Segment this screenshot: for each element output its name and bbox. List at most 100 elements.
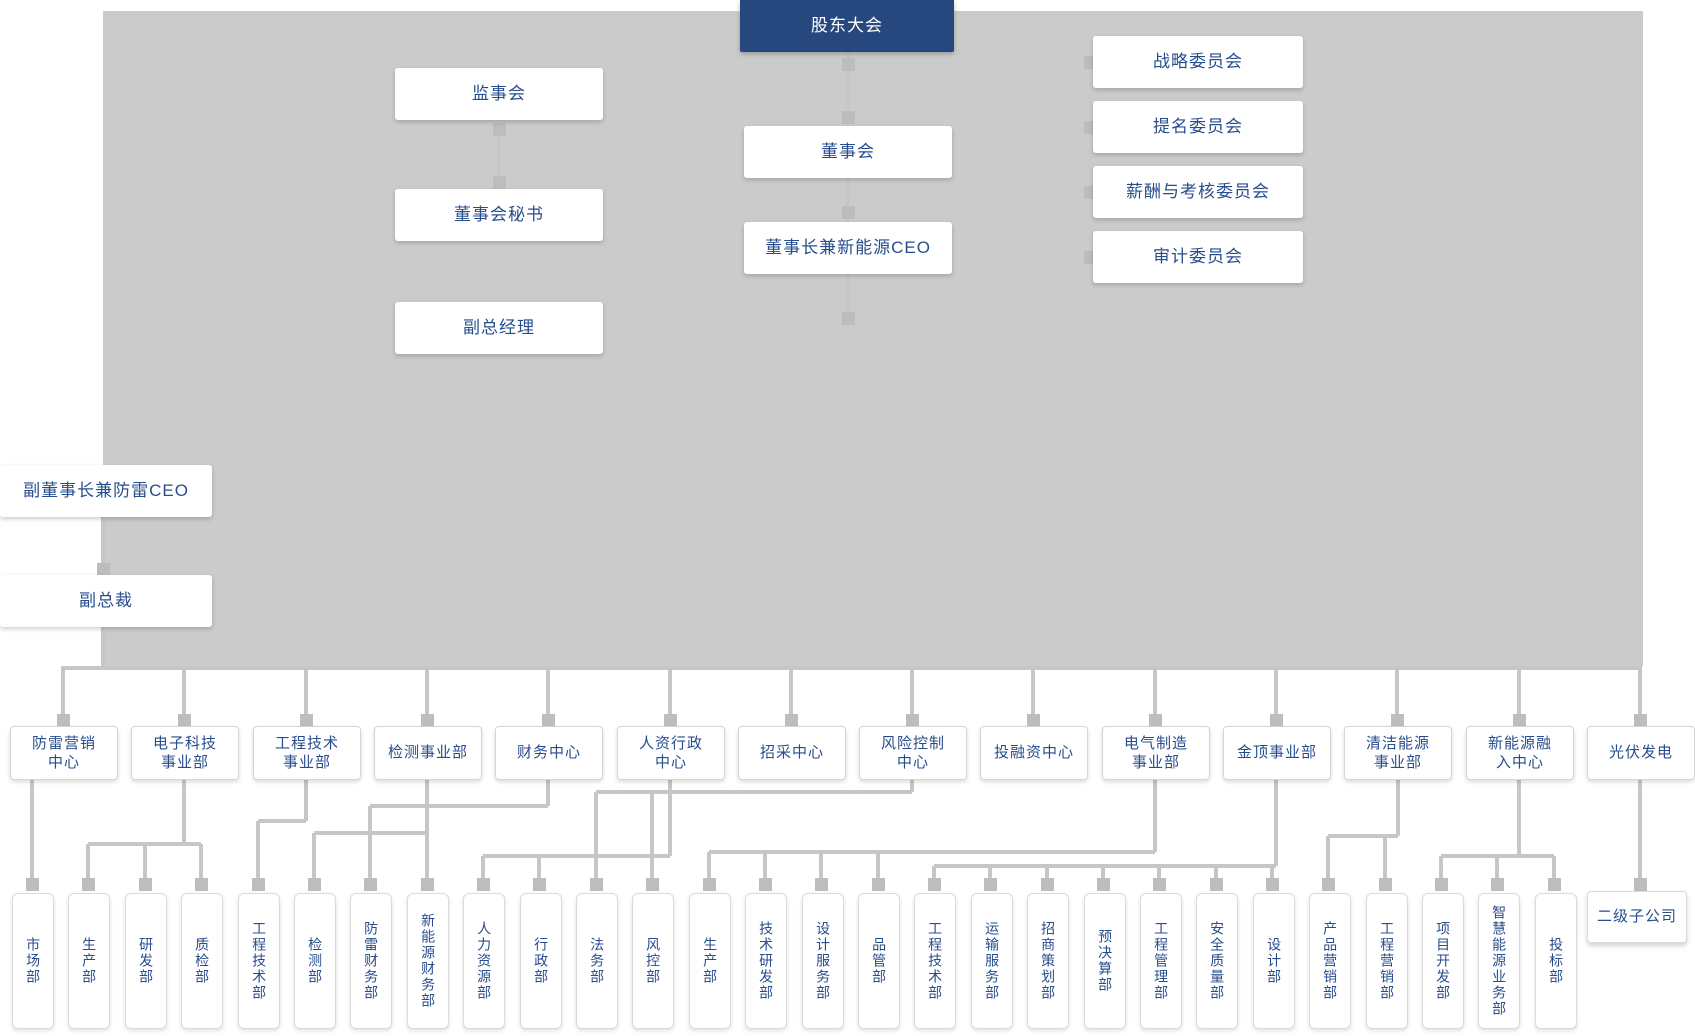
connector-joint bbox=[1434, 877, 1448, 891]
connector-joint bbox=[1633, 713, 1647, 727]
org-node-middle-8: 投融资中心 bbox=[980, 726, 1088, 780]
org-node-middle-0: 防雷营销 中心 bbox=[10, 726, 118, 780]
connector-joint bbox=[841, 311, 855, 325]
connector-joint bbox=[420, 877, 434, 891]
connector-joint bbox=[1096, 877, 1110, 891]
connector-line bbox=[101, 517, 105, 575]
connector-line bbox=[1396, 778, 1400, 836]
connector-line bbox=[1395, 668, 1399, 716]
org-node-dept-11: 风控部 bbox=[632, 893, 674, 1029]
connector-line bbox=[1326, 836, 1330, 880]
org-node-dept-6: 防雷财务部 bbox=[350, 893, 392, 1029]
connector-line bbox=[668, 668, 672, 716]
org-node-dept-16: 工程技术部 bbox=[914, 893, 956, 1029]
org-node-middle-7: 风险控制 中心 bbox=[859, 726, 967, 780]
connector-line bbox=[1495, 856, 1499, 880]
connector-line bbox=[370, 804, 548, 808]
connector-line bbox=[143, 844, 147, 880]
org-node-vice-chairman-lightning-ceo: 副董事长兼防雷CEO bbox=[0, 465, 212, 517]
connector-line bbox=[910, 778, 914, 792]
org-node-dept-26: 智慧能源业务部 bbox=[1478, 893, 1520, 1029]
connector-joint bbox=[927, 877, 941, 891]
connector-line bbox=[876, 852, 880, 880]
connector-joint bbox=[1269, 713, 1283, 727]
connector-line bbox=[1153, 668, 1157, 716]
connector-line bbox=[304, 668, 308, 716]
connector-line bbox=[101, 627, 105, 668]
connector-joint bbox=[476, 877, 490, 891]
org-node-audit-committee: 审计委员会 bbox=[1093, 231, 1303, 283]
connector-line bbox=[546, 668, 550, 716]
connector-line bbox=[1517, 668, 1521, 716]
connector-line bbox=[819, 852, 823, 880]
org-node-dept-13: 技术研发部 bbox=[745, 893, 787, 1029]
org-node-dept-19: 预决算部 bbox=[1084, 893, 1126, 1029]
connector-joint bbox=[299, 713, 313, 727]
org-node-deputy-general-manager: 副总经理 bbox=[395, 302, 603, 354]
connector-joint bbox=[1547, 877, 1561, 891]
connector-joint bbox=[1378, 877, 1392, 891]
org-node-middle-9: 电气制造 事业部 bbox=[1102, 726, 1210, 780]
connector-joint bbox=[1148, 713, 1162, 727]
connector-line bbox=[1157, 866, 1161, 880]
connector-joint bbox=[645, 877, 659, 891]
connector-line bbox=[182, 668, 186, 716]
org-node-middle-5: 人资行政 中心 bbox=[617, 726, 725, 780]
org-node-middle-13: 光伏发电 bbox=[1587, 726, 1695, 780]
connector-line bbox=[709, 850, 1155, 854]
connector-joint bbox=[492, 175, 506, 189]
connector-line bbox=[483, 854, 670, 858]
org-node-middle-4: 财务中心 bbox=[495, 726, 603, 780]
org-node-middle-12: 新能源融 入中心 bbox=[1466, 726, 1574, 780]
connector-line bbox=[1638, 778, 1642, 880]
connector-joint bbox=[663, 713, 677, 727]
org-node-dept-21: 安全质量部 bbox=[1196, 893, 1238, 1029]
org-node-middle-6: 招采中心 bbox=[738, 726, 846, 780]
connector-line bbox=[789, 668, 793, 716]
connector-joint bbox=[1633, 877, 1647, 891]
org-node-dept-25: 项目开发部 bbox=[1422, 893, 1464, 1029]
connector-line bbox=[1517, 778, 1521, 856]
connector-joint bbox=[1512, 713, 1526, 727]
connector-joint bbox=[702, 877, 716, 891]
connector-joint bbox=[492, 122, 506, 136]
org-node-vice-president: 副总裁 bbox=[0, 575, 212, 627]
connector-joint bbox=[758, 877, 772, 891]
connector-joint bbox=[81, 877, 95, 891]
connector-line bbox=[304, 778, 308, 821]
connector-line bbox=[988, 866, 992, 880]
org-node-dept-8: 人力资源部 bbox=[463, 893, 505, 1029]
connector-line bbox=[668, 778, 672, 856]
connector-joint bbox=[177, 713, 191, 727]
connector-line bbox=[497, 120, 501, 189]
connector-line bbox=[846, 274, 850, 324]
org-node-dept-7: 新能源财务部 bbox=[407, 893, 449, 1029]
org-node-dept-17: 运输服务部 bbox=[971, 893, 1013, 1029]
connector-joint bbox=[56, 713, 70, 727]
connector-line bbox=[763, 852, 767, 880]
connector-joint bbox=[251, 877, 265, 891]
connector-joint bbox=[841, 110, 855, 124]
connector-joint bbox=[307, 877, 321, 891]
org-node-dept-0: 市场部 bbox=[12, 893, 54, 1029]
connector-joint bbox=[871, 877, 885, 891]
org-node-dept-2: 研发部 bbox=[125, 893, 167, 1029]
connector-line bbox=[1214, 866, 1218, 880]
connector-joint bbox=[96, 562, 110, 576]
connector-joint bbox=[1490, 877, 1504, 891]
connector-joint bbox=[1152, 877, 1166, 891]
connector-joint bbox=[983, 877, 997, 891]
connector-joint bbox=[1390, 713, 1404, 727]
connector-line bbox=[932, 866, 936, 880]
connector-line bbox=[1552, 856, 1556, 880]
connector-line bbox=[61, 668, 65, 716]
connector-joint bbox=[1209, 877, 1223, 891]
org-node-dept-22: 设计部 bbox=[1253, 893, 1295, 1029]
connector-line bbox=[650, 792, 654, 880]
org-node-supervisory-board: 监事会 bbox=[395, 68, 603, 120]
connector-line bbox=[910, 668, 914, 716]
org-node-middle-11: 清洁能源 事业部 bbox=[1344, 726, 1452, 780]
connector-line bbox=[1101, 866, 1105, 880]
connector-line bbox=[61, 666, 1642, 670]
